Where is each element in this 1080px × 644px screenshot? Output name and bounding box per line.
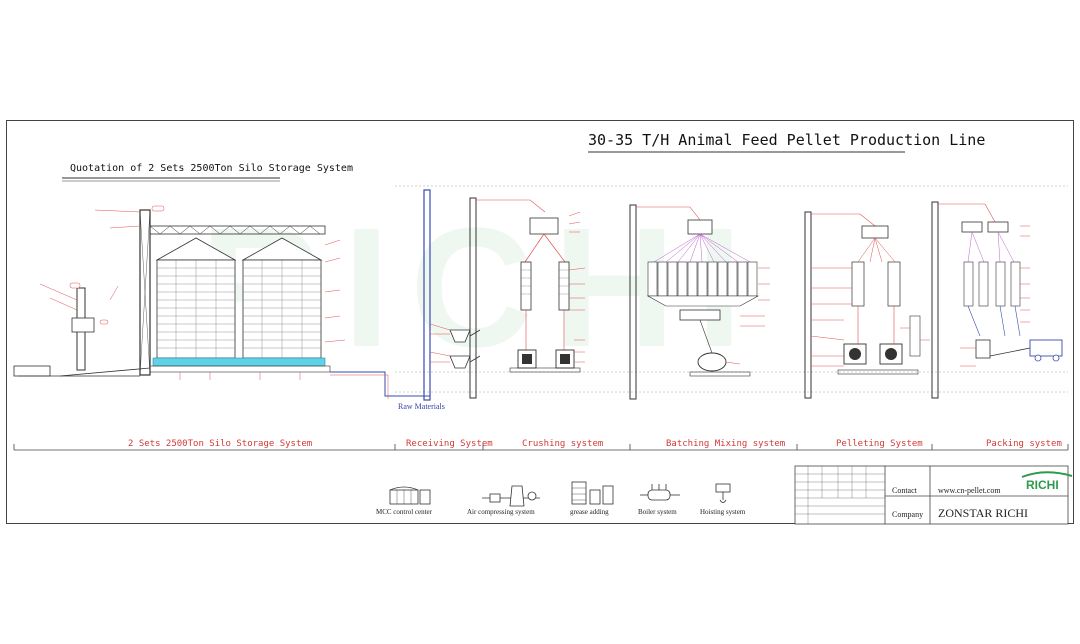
finished-bin-2 <box>978 261 989 307</box>
receiving-hopper-2 <box>449 355 471 369</box>
mcc-control-center-label: MCC control center <box>376 508 432 516</box>
batching-elevator <box>629 204 637 400</box>
bottom-conveyor <box>149 365 331 373</box>
section-receiving: Receiving System <box>406 439 493 449</box>
receiving-hopper-1 <box>449 329 471 343</box>
subtitle: Quotation of 2 Sets 2500Ton Silo Storage… <box>70 163 353 174</box>
raw-materials-label: Raw Materials <box>398 402 445 411</box>
boiler-system-label: Boiler system <box>638 508 677 516</box>
hoisting-system-label: Hoisting system <box>700 508 746 516</box>
packing-elevator <box>931 201 939 399</box>
pellet-bin-1 <box>851 261 865 307</box>
finished-bin-1 <box>963 261 974 307</box>
packing-system <box>931 201 1063 399</box>
crushing-system <box>469 197 586 399</box>
company-label: Company <box>892 510 924 519</box>
pelleting-system <box>804 211 930 399</box>
section-silo-storage: 2 Sets 2500Ton Silo Storage System <box>128 439 313 449</box>
top-conveyor-truss <box>149 225 326 235</box>
mixer <box>697 352 727 372</box>
finished-bin-4 <box>1010 261 1021 307</box>
website-link[interactable]: www.cn-pellet.com <box>938 486 1001 495</box>
mcc-cabinet-icon <box>389 486 431 505</box>
page-title: 30-35 T/H Animal Feed Pellet Production … <box>588 131 986 149</box>
silo-1-roof <box>155 237 237 261</box>
grease-adding-icon <box>571 481 614 505</box>
richi-logo-icon <box>1021 471 1073 478</box>
silo-base <box>152 357 326 367</box>
section-pelleting: Pelleting System <box>836 439 923 449</box>
silo-2-roof <box>241 237 323 261</box>
receiving-elevator <box>423 189 431 401</box>
raw-material-pipe <box>330 371 430 397</box>
air-compressor-icon <box>482 485 540 507</box>
air-compressing-label: Air compressing system <box>467 508 535 516</box>
batching-scale <box>679 309 721 321</box>
rotary-screener-2 <box>987 221 1009 233</box>
section-packing: Packing system <box>986 439 1062 449</box>
silo-storage-system <box>13 205 346 380</box>
title-block <box>794 465 1069 525</box>
drum-pre-cleaner <box>71 317 95 333</box>
pulse-dust-collector <box>529 217 559 235</box>
pelleting-elevator <box>804 211 812 399</box>
batching-bins <box>647 261 758 297</box>
pelleting-distributor <box>861 225 889 239</box>
intake-hopper <box>13 365 51 377</box>
truck <box>1029 339 1063 357</box>
rotary-screener-1 <box>961 221 983 233</box>
company-name: ZONSTAR RICHI <box>938 506 1029 520</box>
section-crushing: Crushing system <box>522 439 604 449</box>
main-bucket-elevator <box>139 209 151 376</box>
pellet-bin-2 <box>887 261 901 307</box>
boiler-icon <box>640 484 680 501</box>
contact-label: Contact <box>892 486 917 495</box>
hoist-icon <box>715 483 731 503</box>
receiving-system <box>423 189 481 401</box>
finished-bin-3 <box>995 261 1006 307</box>
packing-machine <box>975 339 991 359</box>
section-batching-mixing: Batching Mixing system <box>666 439 786 449</box>
drawing-frame <box>6 120 1074 524</box>
rotary-distributor <box>687 219 713 235</box>
batching-mixing-system <box>629 204 770 400</box>
cooler <box>909 315 921 357</box>
grease-adding-label: grease adding <box>570 508 609 516</box>
richi-logo: RICHI <box>1026 478 1059 492</box>
crushing-elevator <box>469 197 477 399</box>
